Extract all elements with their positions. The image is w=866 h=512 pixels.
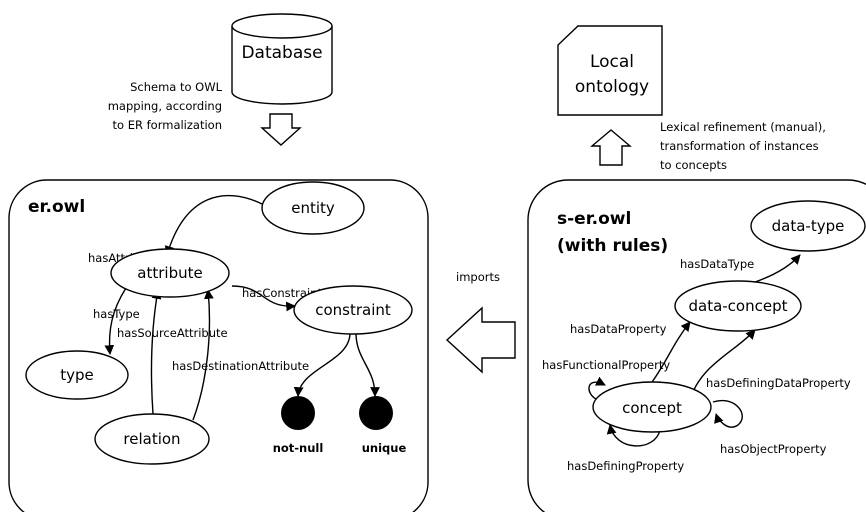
edge-constraint-notnull: [293, 332, 351, 397]
er-owl-title: er.owl: [28, 197, 85, 217]
node-entity-label: entity: [291, 199, 335, 217]
edge-constraint-unique: [355, 332, 380, 397]
s-er-owl-title-line2: (with rules): [557, 236, 668, 256]
imports-label: imports: [456, 270, 500, 284]
node-attribute-label: attribute: [137, 264, 202, 282]
node-concept-label: concept: [622, 399, 682, 417]
node-relation: [94, 413, 210, 465]
lexical-refinement-note: Lexical refinement (manual), transformat…: [660, 120, 826, 172]
label-hasConstraint: hasConstraint: [242, 286, 322, 300]
label-hasType: hasType: [93, 307, 140, 321]
database-node: Database: [231, 13, 333, 105]
local-ontology-line1: Local: [590, 52, 634, 72]
node-data-concept-label: data-concept: [688, 297, 787, 315]
edge-hasSourceAttribute: [150, 289, 162, 415]
mapping-down-arrow: [260, 113, 302, 146]
node-data-type-label: data-type: [772, 217, 845, 235]
edge-hasObjectProperty: [712, 399, 743, 428]
edge-hasConstraint: [231, 285, 296, 312]
schema-mapping-note: Schema to OWL mapping, according to ER f…: [108, 80, 223, 132]
s-er-owl-title-line1: s-er.owl: [557, 209, 631, 229]
lexical-refinement-line1: Lexical refinement (manual),: [660, 120, 826, 134]
node-entity: [261, 181, 365, 235]
local-ontology-node: Local ontology: [557, 25, 663, 116]
node-relation-label: relation: [123, 430, 180, 448]
label-hasDestinationAttribute: hasDestinationAttribute: [172, 359, 309, 373]
edge-hasDataProperty: [649, 321, 691, 386]
label-hasFunctionalProperty: hasFunctionalProperty: [542, 358, 670, 372]
edge-hasFunctionalProperty: [588, 376, 606, 401]
edge-hasType: [104, 287, 127, 355]
node-attribute: [110, 248, 230, 298]
node-type: [25, 350, 129, 400]
schema-mapping-line1: Schema to OWL: [130, 80, 223, 94]
node-unique-label: unique: [362, 441, 407, 455]
lexical-refinement-line2: transformation of instances: [660, 139, 819, 153]
node-not-null: [281, 396, 315, 430]
node-unique: [359, 396, 393, 430]
refinement-up-arrow: [590, 129, 632, 166]
node-data-concept: [674, 280, 802, 332]
local-ontology-line2: ontology: [575, 77, 649, 97]
lexical-refinement-line3: to concepts: [660, 158, 727, 172]
label-hasObjectProperty: hasObjectProperty: [720, 442, 827, 456]
label-hasSourceAttribute: hasSourceAttribute: [117, 326, 228, 340]
node-concept: [592, 381, 712, 433]
schema-mapping-line2: mapping, according: [108, 99, 222, 113]
edge-hasDataType: [754, 254, 801, 283]
label-hasDataType: hasDataType: [680, 257, 754, 271]
edge-hasDestinationAttribute: [192, 289, 214, 421]
node-constraint-label: constraint: [315, 301, 391, 319]
er-owl-container: [8, 179, 429, 512]
node-not-null-label: not-null: [273, 441, 324, 455]
database-label: Database: [241, 43, 322, 63]
edge-hasAttribute: [164, 194, 263, 256]
label-hasDataProperty: hasDataProperty: [570, 322, 667, 336]
node-type-label: type: [60, 366, 94, 384]
node-constraint: [293, 285, 413, 335]
schema-mapping-line3: to ER formalization: [113, 118, 222, 132]
edge-hasDefiningProperty: [606, 424, 661, 447]
imports-left-arrow: [445, 306, 516, 374]
label-hasDefiningProperty: hasDefiningProperty: [567, 459, 684, 473]
node-data-type: [750, 200, 866, 252]
label-hasDefiningDataProperty: hasDefiningDataProperty: [706, 376, 851, 390]
